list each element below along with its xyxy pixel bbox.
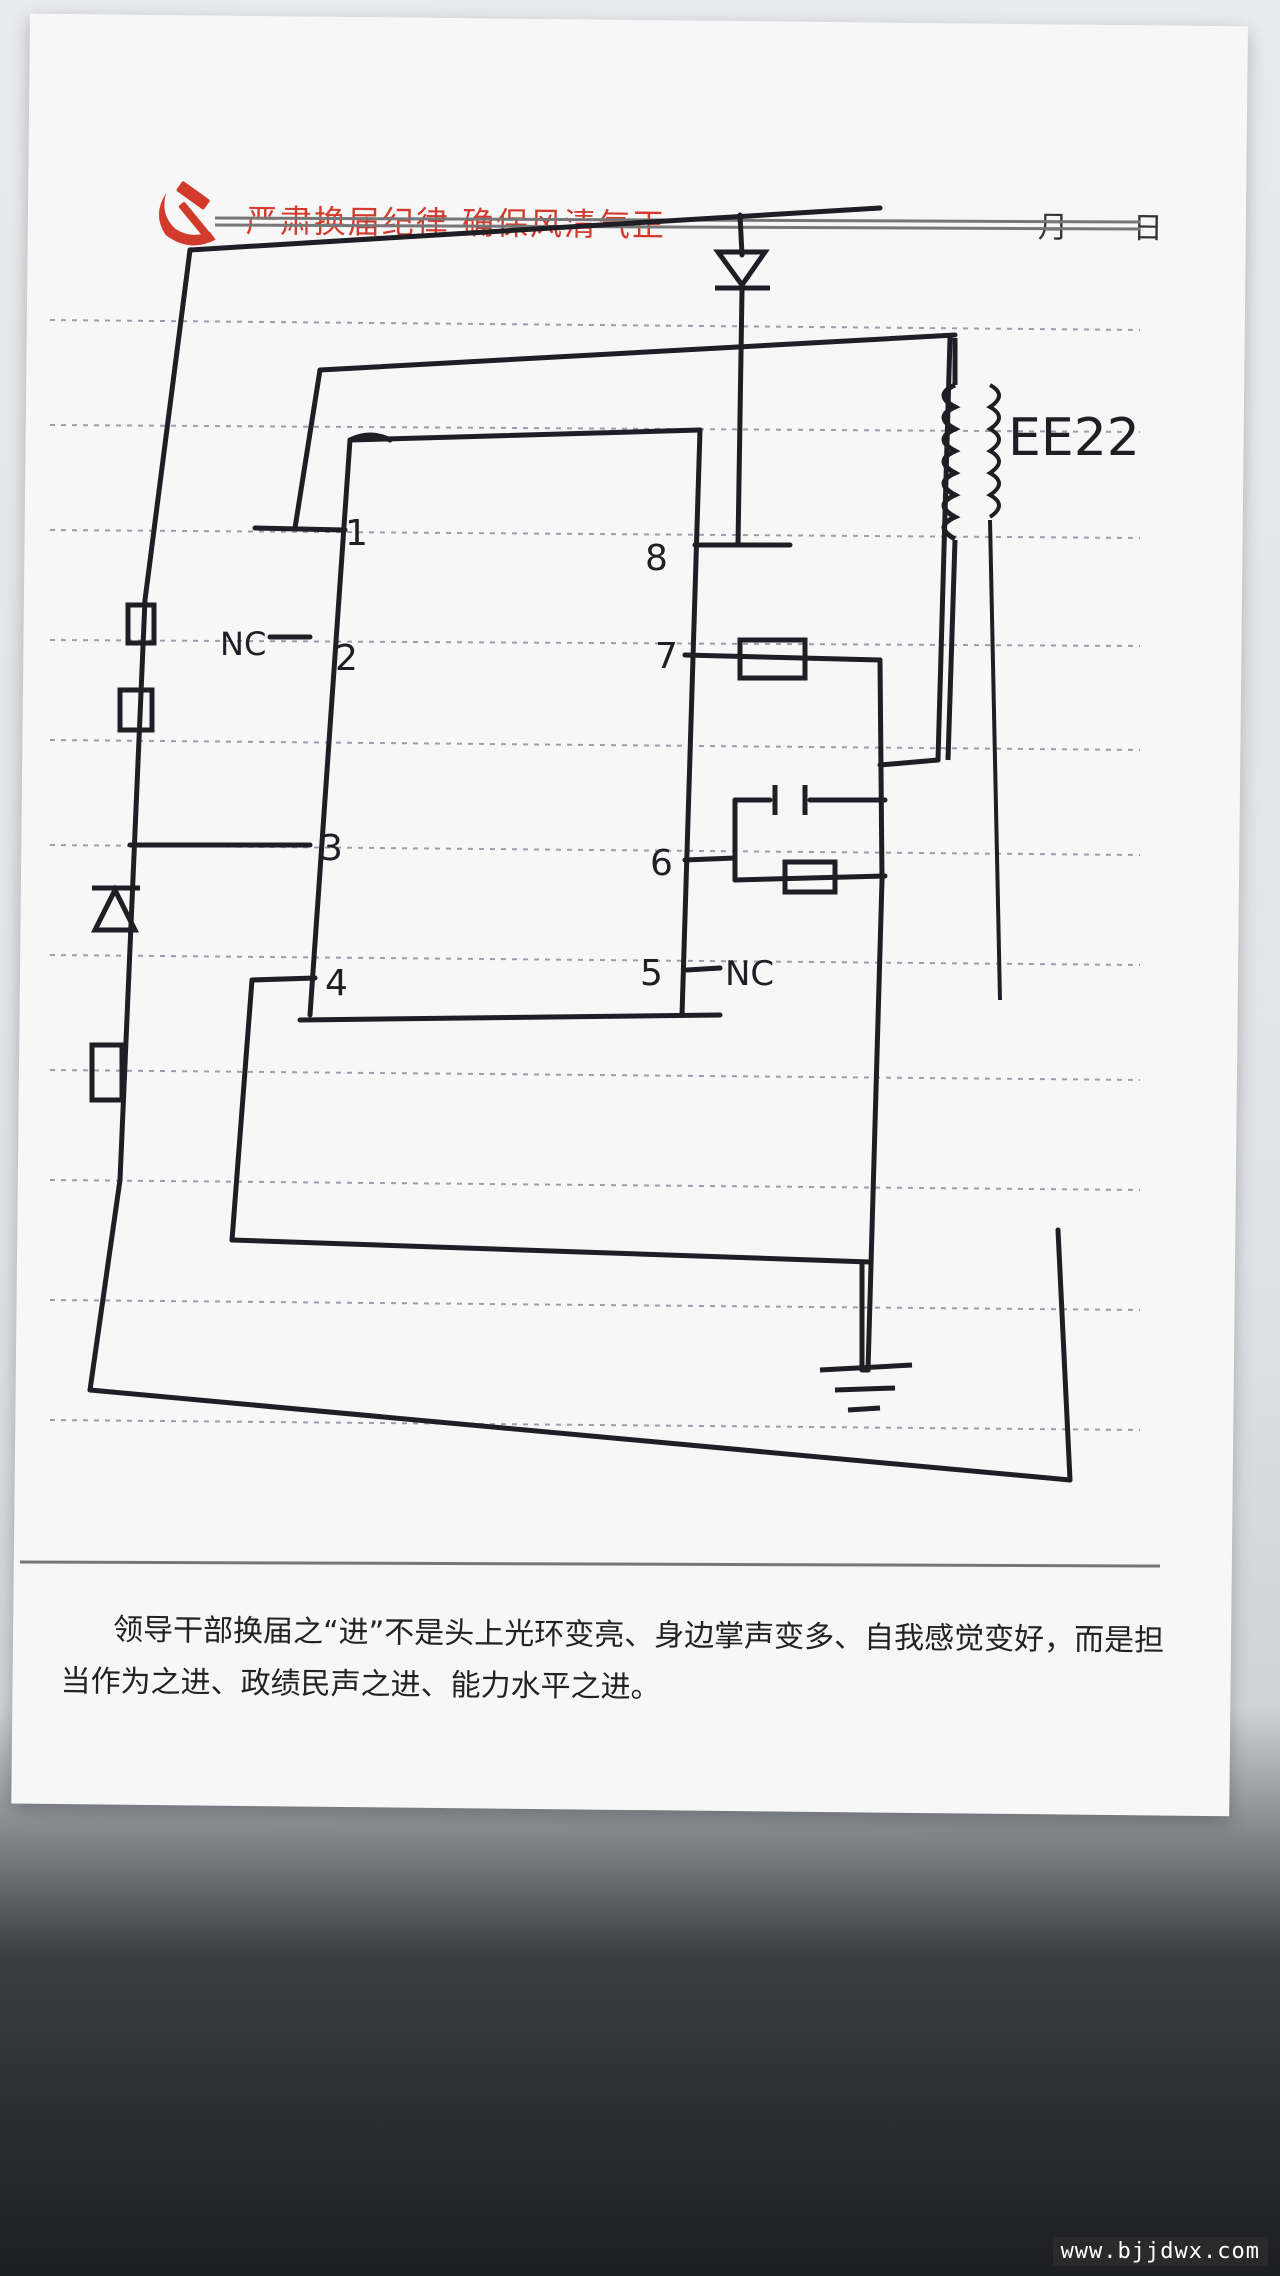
secondary-coil (986, 383, 1002, 1001)
diode-top (713, 249, 770, 291)
pin-2-nc-label: NC (220, 625, 266, 663)
pin-8-label: 8 (645, 538, 668, 579)
hammer-sickle-icon (158, 181, 216, 246)
pin-2-label: 2 (335, 638, 358, 679)
input-resistors (89, 602, 157, 1103)
pin-1-label: 1 (345, 513, 368, 554)
notepad-paper: 严肃换届纪律 确保风清气正 月 日 领导干部换届之“进”不是头上光环变亮、身边掌… (11, 13, 1248, 1817)
ruled-lines (49, 319, 1141, 1431)
pin-3-label: 3 (320, 828, 343, 869)
header-rule (19, 216, 1161, 1568)
pin-6-label: 6 (650, 843, 673, 884)
primary-coil (941, 338, 961, 761)
transformer-label: EE22 (1008, 408, 1140, 468)
site-watermark: www.bjjdwx.com (1052, 2237, 1268, 2266)
pin6-resistor (782, 859, 838, 895)
pin7-resistor (737, 637, 808, 681)
pin-5-nc-label: NC (725, 954, 774, 994)
circuit-wires (87, 205, 1073, 1483)
ground-icon (819, 1262, 913, 1413)
pin-5-label: 5 (640, 953, 663, 994)
pin6-capacitor (772, 785, 808, 815)
pin-4-label: 4 (325, 963, 348, 1004)
pin-7-label: 7 (655, 636, 678, 677)
